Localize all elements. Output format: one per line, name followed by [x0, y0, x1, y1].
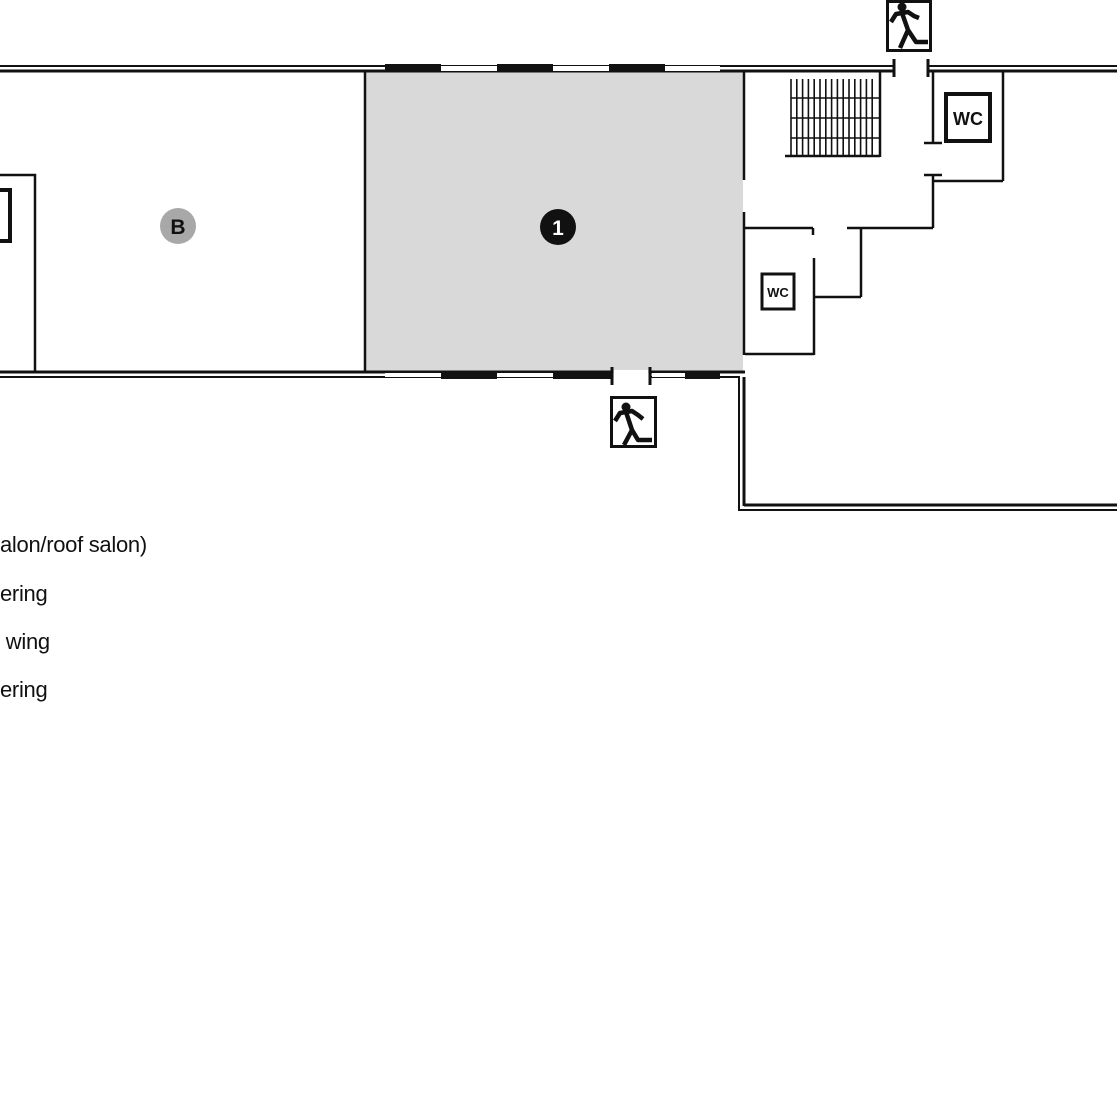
- partial-sign-icon: [0, 188, 12, 243]
- room-b-marker[interactable]: B: [160, 208, 196, 244]
- wc-lower-label: WC: [767, 285, 789, 300]
- wc-sign-lower: WC: [760, 272, 796, 311]
- wall-left-inner-room: [0, 173, 37, 373]
- wc-sign-upper: WC: [944, 92, 992, 143]
- lower-right-building-wall: [738, 377, 1117, 511]
- room-1-label: 1: [552, 217, 564, 240]
- emergency-exit-running-man-icon: [610, 396, 657, 448]
- legend-item: wing: [0, 629, 50, 654]
- legend-item: ering: [0, 581, 48, 606]
- legend-item: ering: [0, 677, 48, 702]
- legend-item: alon/roof salon): [0, 532, 147, 557]
- top-exit-door[interactable]: [896, 64, 926, 73]
- top-windows: [385, 64, 720, 72]
- wc-upper-label: WC: [953, 109, 983, 129]
- room-1-marker[interactable]: 1: [540, 209, 576, 245]
- bottom-exit-door[interactable]: [614, 370, 648, 379]
- emergency-exit-running-man-icon: [886, 0, 932, 52]
- door-jambs: [610, 59, 930, 385]
- staircase: [790, 79, 880, 156]
- bottom-windows: [385, 371, 720, 379]
- core-walls: [742, 71, 1005, 356]
- room-b-label: B: [170, 216, 185, 239]
